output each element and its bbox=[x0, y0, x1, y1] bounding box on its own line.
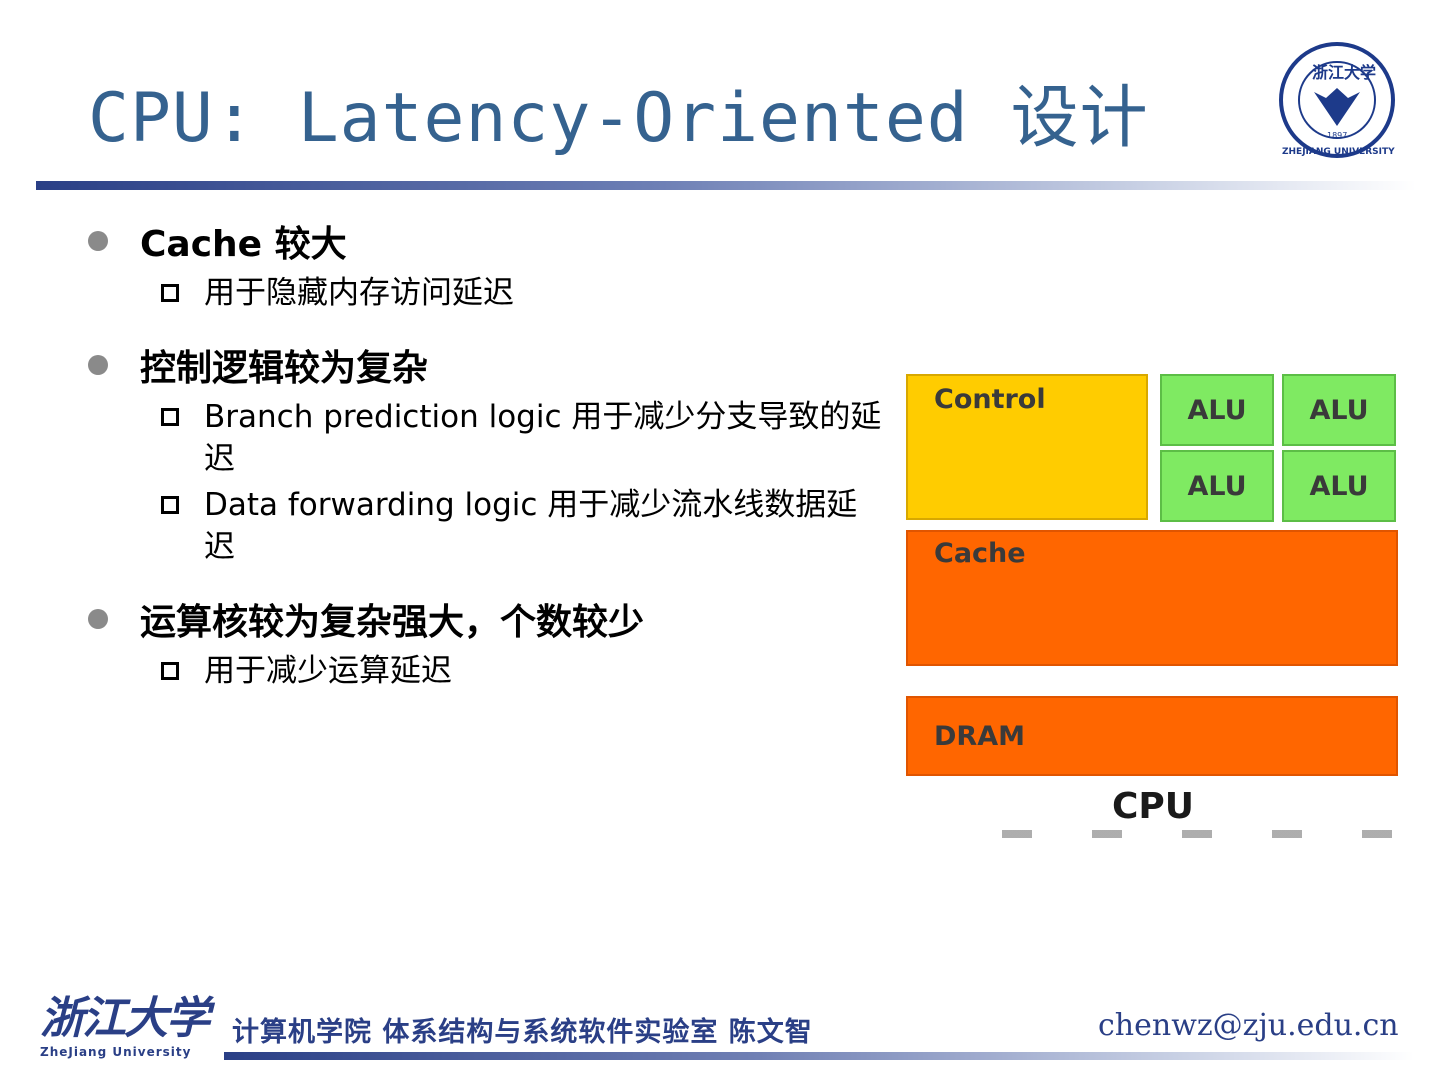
footer-logo: 浙江大学 ZheJiang University bbox=[40, 994, 220, 1066]
sub-bullet-text: Branch prediction logic 用于减少分支导致的延迟 bbox=[204, 399, 882, 477]
dram-block: DRAM bbox=[906, 696, 1398, 776]
footer-lab-name: 计算机学院 体系结构与系统软件实验室 陈文智 bbox=[232, 1017, 813, 1048]
footer-logo-chinese: 浙江大学 bbox=[40, 993, 210, 1044]
square-bullet-icon bbox=[161, 284, 179, 302]
bullet-cache: Cache 较大 bbox=[88, 222, 888, 268]
square-bullet-icon bbox=[161, 408, 179, 426]
bullet-text: Cache 较大 bbox=[140, 224, 347, 265]
alu-block: ALU bbox=[1282, 374, 1396, 446]
bullet-text: 控制逻辑较为复杂 bbox=[140, 348, 429, 389]
footer-email: chenwz@zju.edu.cn bbox=[1098, 1008, 1399, 1043]
alu-block: ALU bbox=[1160, 374, 1274, 446]
alu-block: ALU bbox=[1160, 450, 1274, 522]
bullet-control-logic: 控制逻辑较为复杂 bbox=[88, 346, 888, 392]
sub-bullet: Branch prediction logic 用于减少分支导致的延迟 bbox=[88, 396, 884, 480]
bullet-list: Cache 较大 用于隐藏内存访问延迟 控制逻辑较为复杂 Branch pred… bbox=[88, 222, 888, 692]
square-bullet-icon bbox=[161, 662, 179, 680]
seal-chinese-text: 浙江大学 bbox=[1312, 63, 1376, 82]
university-seal-logo: 浙江大学 1897 ZHEJIANG UNIVERSITY bbox=[1279, 42, 1395, 158]
cropped-caption-remnant bbox=[1002, 830, 1402, 838]
sub-bullet-text: 用于减少运算延迟 bbox=[204, 653, 452, 689]
square-bullet-icon bbox=[161, 496, 179, 514]
bullet-dot-icon bbox=[88, 609, 108, 629]
sub-bullet: Data forwarding logic 用于减少流水线数据延迟 bbox=[88, 484, 884, 568]
diagram-caption: CPU bbox=[1112, 786, 1195, 827]
seal-year: 1897 bbox=[1327, 131, 1347, 140]
title-divider bbox=[36, 181, 1416, 190]
sub-bullet-text: 用于隐藏内存访问延迟 bbox=[204, 275, 514, 311]
slide-title: CPU: Latency-Oriented 设计 bbox=[88, 79, 1149, 158]
seal-emblem-icon bbox=[1314, 88, 1360, 126]
bullet-text: 运算核较为复杂强大，个数较少 bbox=[140, 602, 645, 643]
cpu-architecture-diagram: Control ALU ALU ALU ALU Cache DRAM CPU bbox=[902, 370, 1402, 840]
seal-university-name: ZHEJIANG UNIVERSITY bbox=[1282, 147, 1395, 157]
sub-bullet: 用于减少运算延迟 bbox=[88, 650, 884, 692]
cache-block: Cache bbox=[906, 530, 1398, 666]
bullet-dot-icon bbox=[88, 355, 108, 375]
sub-bullet-text: Data forwarding logic 用于减少流水线数据延迟 bbox=[204, 487, 858, 565]
alu-block: ALU bbox=[1282, 450, 1396, 522]
footer-divider bbox=[224, 1052, 1414, 1060]
footer-logo-english: ZheJiang University bbox=[40, 1045, 192, 1059]
control-block: Control bbox=[906, 374, 1148, 520]
bullet-compute-cores: 运算核较为复杂强大，个数较少 bbox=[88, 600, 888, 646]
bullet-dot-icon bbox=[88, 231, 108, 251]
sub-bullet: 用于隐藏内存访问延迟 bbox=[88, 272, 884, 314]
